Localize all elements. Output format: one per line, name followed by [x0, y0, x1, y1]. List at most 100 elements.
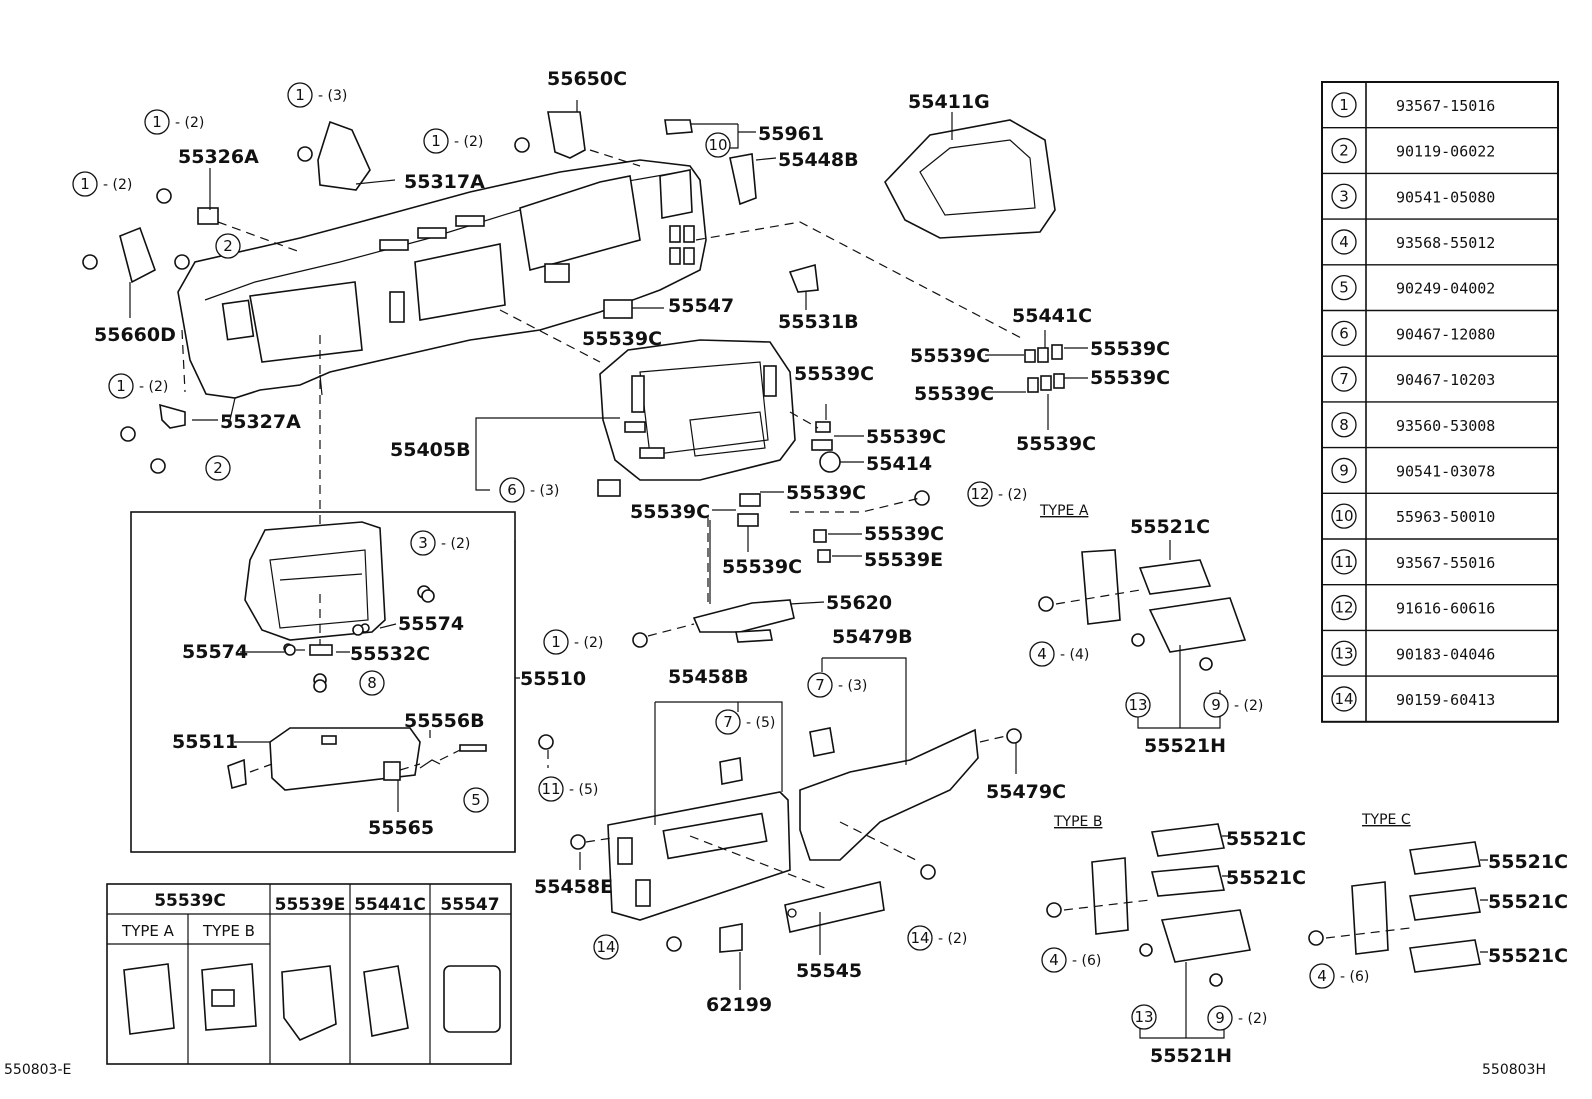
lower-panels-drawing — [607, 727, 979, 953]
callout-number: 4 — [1037, 645, 1047, 663]
table-number-circle — [1331, 503, 1357, 529]
label-55539C-c: 55539C — [1090, 338, 1170, 360]
callout-quantity: - (6) — [1072, 953, 1101, 969]
type-b-heading: TYPE B — [1053, 814, 1102, 830]
callout-circle — [463, 787, 489, 813]
callout-number: 9 — [1215, 1009, 1225, 1027]
leader-lines — [129, 100, 1488, 1039]
label-55539C-b: 55539C — [910, 345, 990, 367]
callout-number: 3 — [418, 534, 428, 552]
callout-number: 5 — [471, 791, 481, 809]
label-55532C: 55532C — [350, 643, 430, 665]
label-55574-a: 55574 — [398, 613, 464, 635]
label-55327A: 55327A — [220, 411, 301, 433]
callout-circle — [108, 373, 134, 399]
screws-drawing — [82, 137, 1324, 987]
callout-circle — [205, 455, 231, 481]
label-55521C-c1: 55521C — [1488, 851, 1568, 873]
callout-circle — [144, 109, 170, 135]
label-55539C-g: 55539C — [1016, 433, 1096, 455]
label-55545: 55545 — [796, 960, 862, 982]
callout-circle — [215, 233, 241, 259]
callout-number: 8 — [367, 674, 377, 692]
label-55479B: 55479B — [832, 626, 913, 648]
label-55539C-h: 55539C — [866, 426, 946, 448]
label-55539C-j: 55539C — [630, 501, 710, 523]
callout-number: 4 — [1049, 951, 1059, 969]
switch-legend-table: 55539C 55539E 55441C 55547 TYPE A TYPE B — [106, 883, 512, 1065]
callout-quantity: - (2) — [938, 931, 967, 947]
callout-quantity: - (3) — [530, 483, 559, 499]
callout-quantity: - (2) — [574, 635, 603, 651]
table-number: 9 — [1339, 461, 1349, 479]
callout-number: 7 — [723, 713, 733, 731]
table-part-number: 90183-04046 — [1396, 645, 1495, 663]
callout-circle — [1207, 1005, 1233, 1031]
table-part-number: 90541-05080 — [1396, 188, 1495, 206]
label-55539C-k: 55539C — [864, 523, 944, 545]
callout-circle — [410, 530, 436, 556]
callout-number: 1 — [431, 132, 441, 150]
callout-circle — [1309, 963, 1335, 989]
callout-circle — [967, 481, 993, 507]
callout-number: 14 — [596, 938, 615, 956]
table-part-number: 93567-55016 — [1396, 554, 1495, 572]
callout-number: 12 — [970, 485, 989, 503]
label-55458B: 55458B — [668, 666, 749, 688]
callout-circle — [907, 925, 933, 951]
callout-circle — [538, 776, 564, 802]
label-55521C-b2: 55521C — [1226, 867, 1306, 889]
table-number-circle — [1331, 549, 1357, 575]
callout-circle — [543, 629, 569, 655]
callout-quantity: - (5) — [746, 715, 775, 731]
table-number: 3 — [1339, 187, 1349, 205]
callout-number: 10 — [708, 136, 727, 154]
callout-quantity: - (2) — [998, 487, 1027, 503]
table-number-circle — [1331, 686, 1357, 712]
callout-quantity: - (4) — [1060, 647, 1089, 663]
callout-circle — [359, 670, 385, 696]
label-55961: 55961 — [758, 123, 824, 145]
callout-number: 7 — [815, 676, 825, 694]
table-number: 6 — [1339, 324, 1349, 342]
label-55650C: 55650C — [547, 68, 627, 90]
callout-quantity: - (6) — [1340, 969, 1369, 985]
label-55539C-a: 55539C — [582, 328, 662, 350]
label-55511: 55511 — [172, 731, 238, 753]
label-55620: 55620 — [826, 592, 892, 614]
label-55521H-a: 55521H — [1144, 735, 1226, 757]
instrument-panel-drawing — [177, 159, 707, 421]
callout-circle — [715, 709, 741, 735]
label-55414: 55414 — [866, 453, 932, 475]
callout-quantity: - (2) — [139, 379, 168, 395]
dashed-lines — [181, 149, 1411, 939]
table-part-number: 90119-06022 — [1396, 143, 1495, 161]
label-55521C-c3: 55521C — [1488, 945, 1568, 967]
callout-quantity: - (2) — [1234, 698, 1263, 714]
callout-number: 4 — [1317, 967, 1327, 985]
callout-circle — [499, 477, 525, 503]
label-55539E: 55539E — [864, 549, 943, 571]
callout-quantity: - (2) — [103, 177, 132, 193]
callout-circle — [807, 672, 833, 698]
table-part-number: 93567-15016 — [1396, 97, 1495, 115]
callout-quantity: - (2) — [441, 536, 470, 552]
callout-circle — [72, 171, 98, 197]
callout-circle — [593, 934, 619, 960]
callout-number: 1 — [116, 377, 126, 395]
table-number: 5 — [1339, 279, 1349, 297]
table-number-circle — [1331, 366, 1357, 392]
label-55405B: 55405B — [390, 439, 471, 461]
callout-circle — [1131, 1004, 1157, 1030]
type-headers: TYPE A TYPE B TYPE C — [1039, 503, 1411, 830]
label-55317A: 55317A — [404, 171, 485, 193]
table-number: 14 — [1334, 690, 1353, 708]
table-number: 7 — [1339, 370, 1349, 388]
legend-header-55441C: 55441C — [354, 895, 426, 915]
label-55441C: 55441C — [1012, 305, 1092, 327]
callout-number: 14 — [910, 929, 929, 947]
callout-quantity: - (3) — [838, 678, 867, 694]
callout-circle — [1029, 641, 1055, 667]
